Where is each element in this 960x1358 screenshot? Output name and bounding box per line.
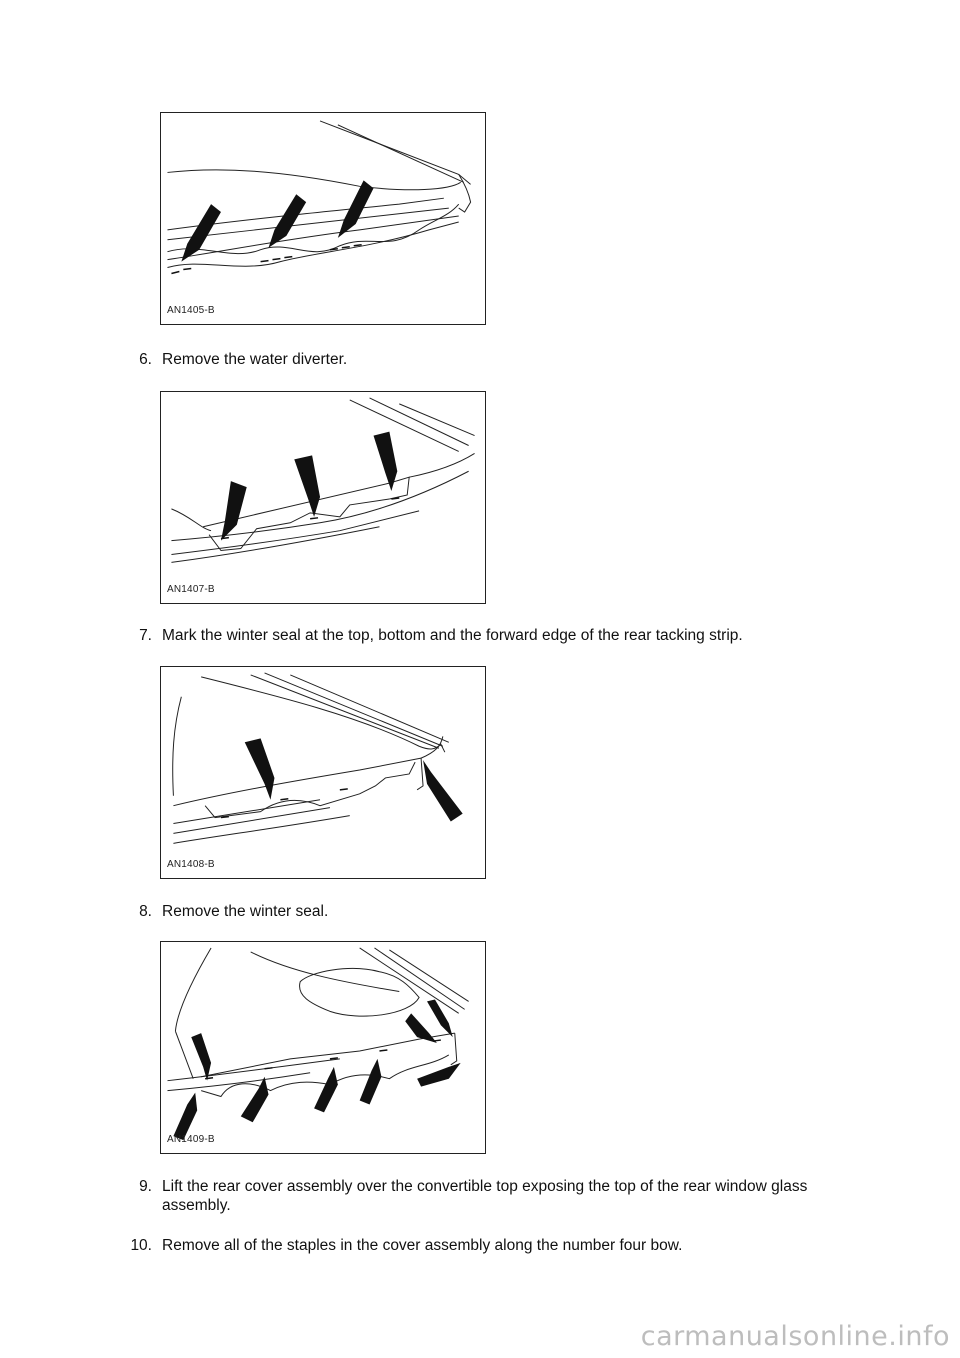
figure-label: AN1409-B bbox=[167, 1134, 215, 1145]
step-text: Remove the water diverter. bbox=[162, 351, 348, 368]
step-number: 7. bbox=[139, 627, 152, 644]
illustration-an1405: AN1405-B bbox=[160, 112, 486, 325]
step-text: Lift the rear cover assembly over the co… bbox=[162, 1178, 808, 1214]
figure-label: AN1408-B bbox=[167, 859, 215, 870]
watermark: carmanualsonline.info bbox=[640, 1321, 950, 1352]
illustration-an1407: AN1407-B bbox=[160, 391, 486, 604]
illustration-an1409: AN1409-B bbox=[160, 941, 486, 1154]
diagram-an1405 bbox=[167, 120, 472, 275]
diagram-an1408 bbox=[172, 672, 463, 844]
step-text: Mark the winter seal at the top, bottom … bbox=[162, 627, 743, 644]
figure-label: AN1405-B bbox=[167, 305, 215, 316]
diagram-an1409 bbox=[167, 947, 469, 1141]
step-number: 8. bbox=[139, 903, 152, 920]
step-number: 10. bbox=[130, 1237, 152, 1254]
diagram-an1407 bbox=[171, 397, 475, 563]
step-number: 6. bbox=[139, 351, 152, 368]
step-text: Remove the winter seal. bbox=[162, 903, 329, 920]
illustration-an1408: AN1408-B bbox=[160, 666, 486, 879]
step-number: 9. bbox=[139, 1178, 152, 1195]
figure-label: AN1407-B bbox=[167, 584, 215, 595]
step-text: Remove all of the staples in the cover a… bbox=[162, 1237, 683, 1254]
